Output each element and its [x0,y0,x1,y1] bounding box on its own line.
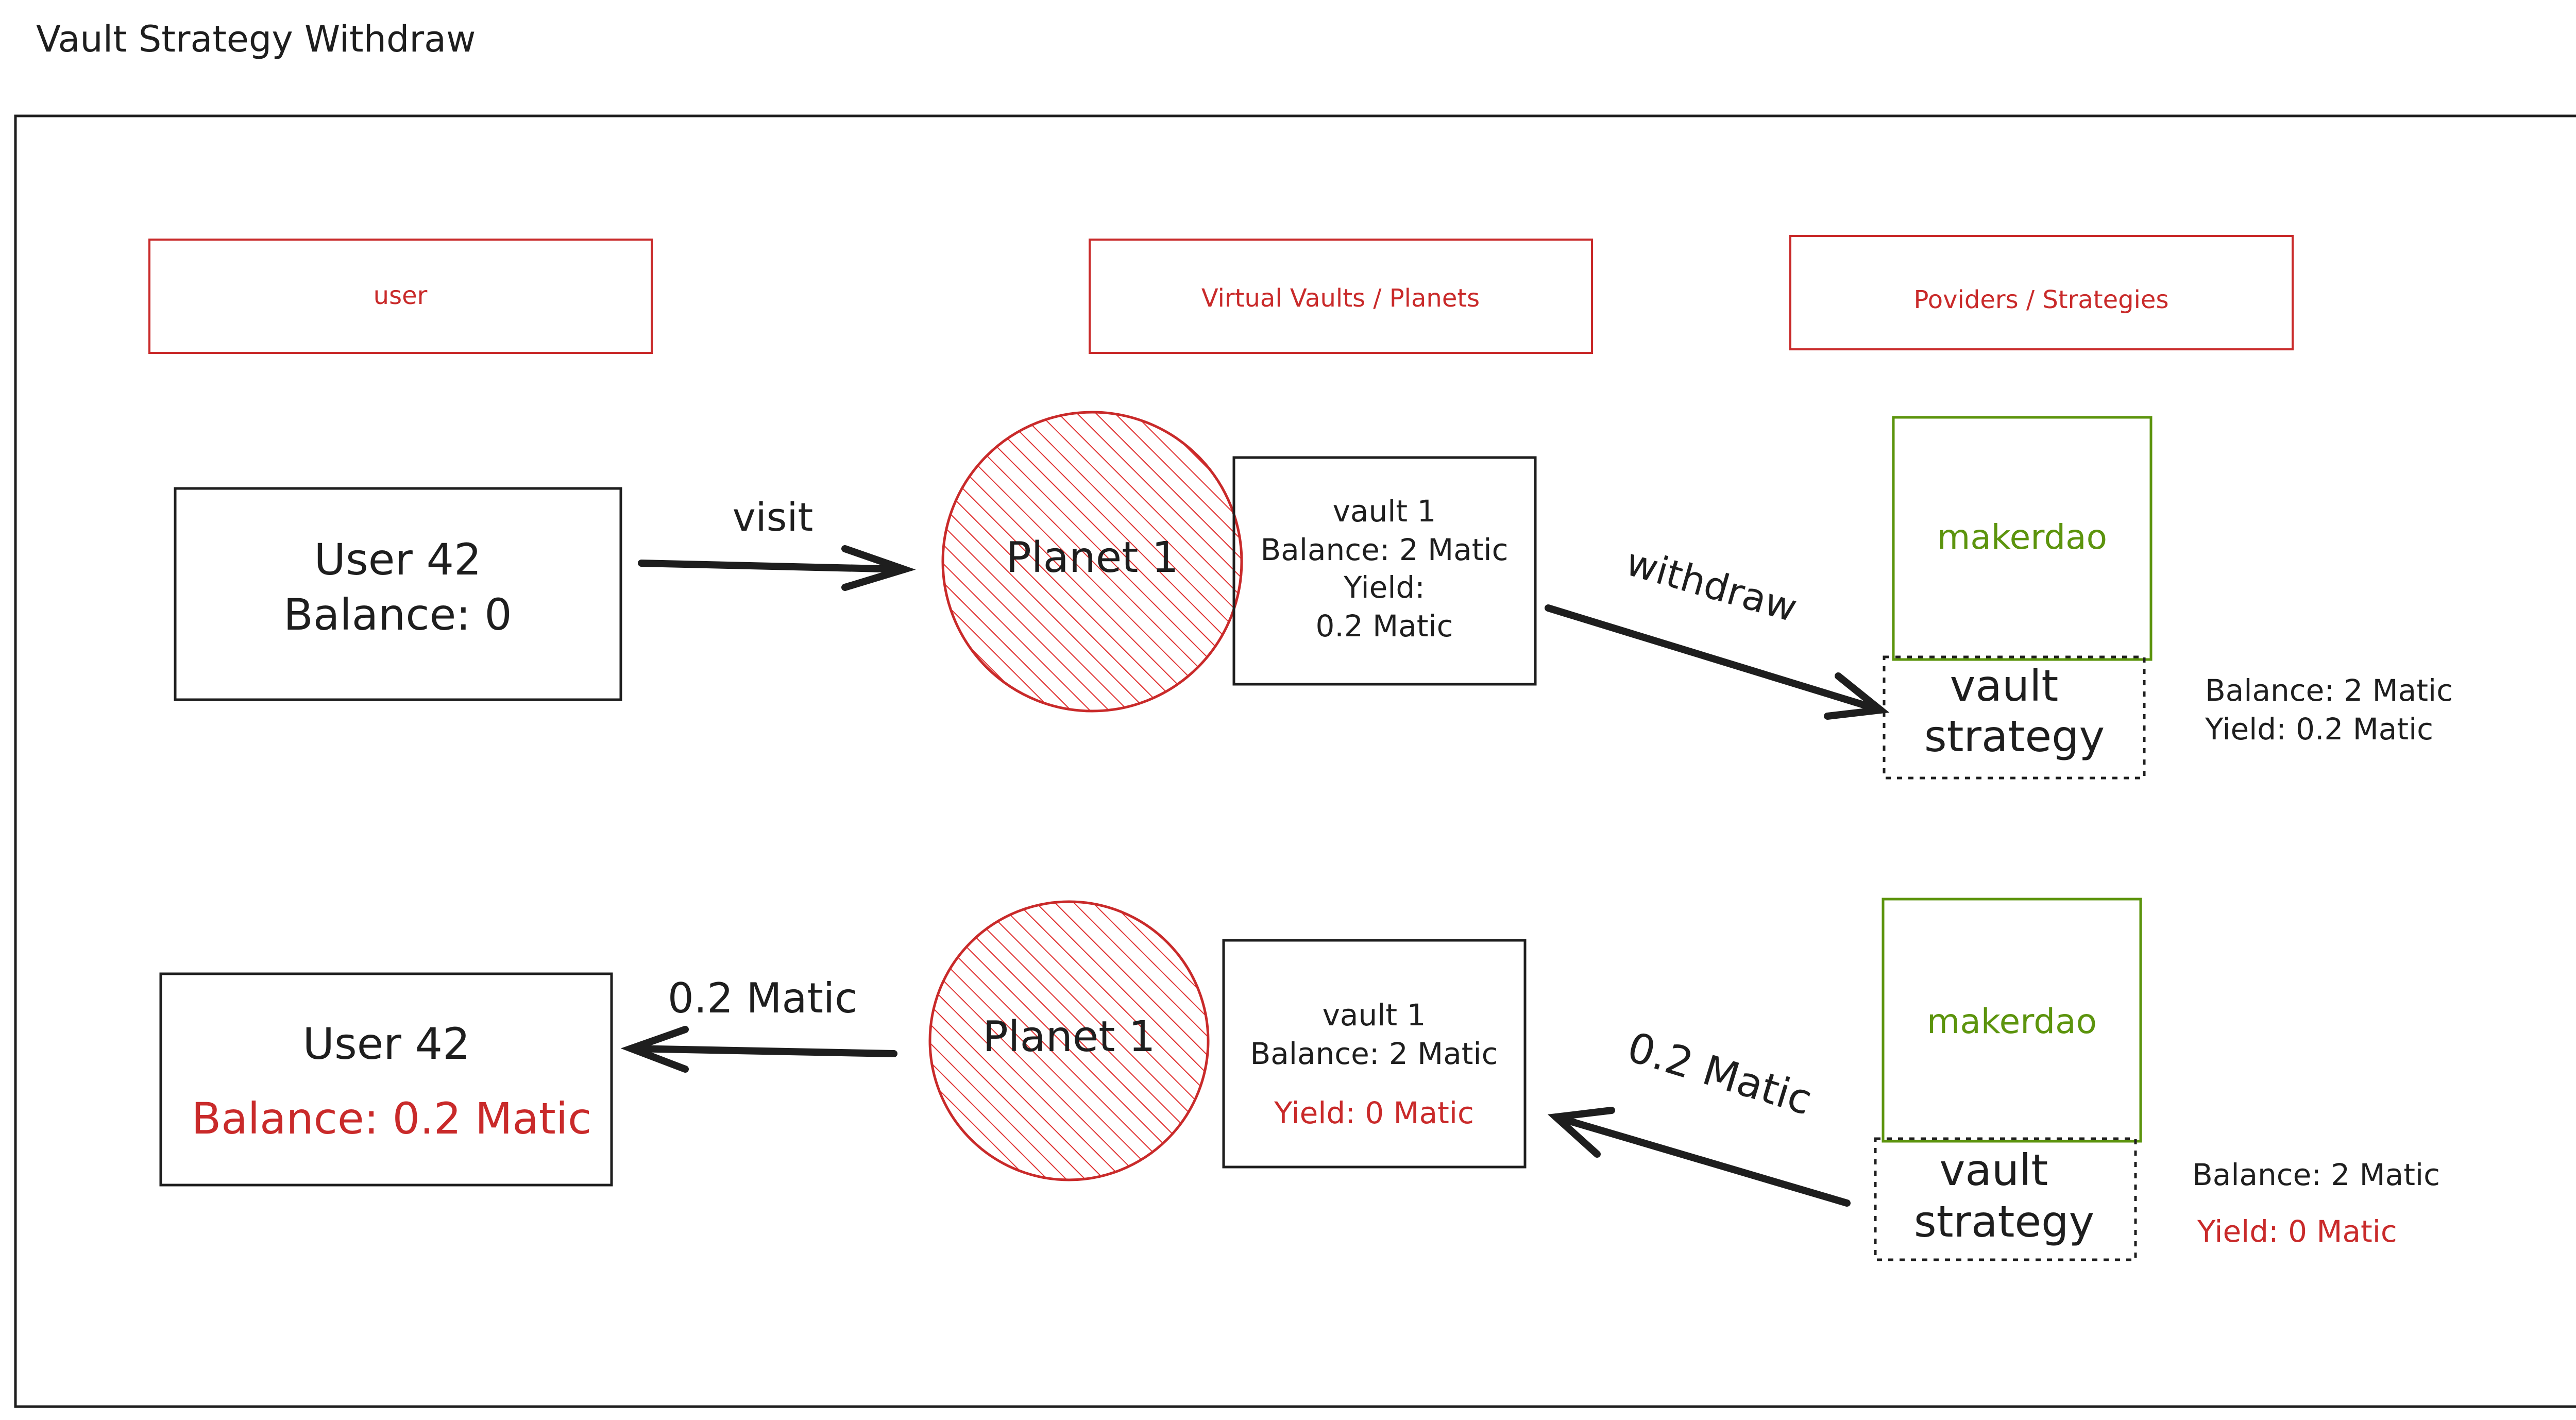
row2-transfer-to-vault-label: 0.2 Matic [1622,1023,1817,1124]
row1-user-name: User 42 [314,534,481,585]
row2-planet-label: Planet 1 [982,1012,1155,1061]
row1-withdraw-label: withdraw [1621,540,1802,631]
row1-vault-line-2: Balance: 2 Matic [1261,532,1509,567]
header-user: user [148,239,653,354]
header-vaults-label: Virtual Vaults / Planets [1201,284,1480,313]
row2-strategy-box [1874,1137,2137,1261]
row2-user-box [159,972,613,1187]
header-vaults-box [1089,239,1593,354]
row2-transfer-to-user-label: 0.2 Matic [668,974,857,1022]
row2-vault-box [1222,939,1527,1169]
row2-vault-yield: Yield: 0 Matic [1274,1095,1474,1130]
row1-vault-box [1232,456,1537,686]
header-providers-label: Poviders / Strategies [1914,285,2169,314]
row1: User 42 Balance: 0 visit Planet 1 vault … [174,411,2453,780]
row1-user-balance: Balance: 0 [283,589,512,640]
row1-strategy-line-1: vault [1950,661,2059,711]
row2-user-balance: Balance: 0.2 Matic [192,1093,592,1144]
header-vaults: Virtual Vaults / Planets [1089,239,1593,354]
row2-strategy-balance: Balance: 2 Matic [2192,1157,2440,1192]
row2-user-name: User 42 [302,1019,470,1069]
header-user-box [148,239,653,354]
row2-transfer-to-vault-arrow [1547,1107,1851,1207]
row2-transfer-to-user-arrow [620,1026,897,1073]
row2-planet-circle [928,900,1210,1181]
row1-strategy-balance: Balance: 2 Matic [2205,673,2453,708]
row2-vault-line-1: vault 1 [1323,998,1426,1033]
row2-provider-label: makerdao [1927,1002,2097,1041]
row1-provider-box [1892,416,2153,661]
row2-strategy-line-1: vault [1940,1145,2048,1195]
header-user-label: user [374,281,428,310]
row1-strategy-box [1883,655,2146,780]
row1-strategy-yield: Yield: 0.2 Matic [2205,712,2433,747]
row1-user-box [174,487,622,701]
row1-vault-line-3: Yield: [1343,570,1425,605]
row2-provider-box [1882,898,2142,1143]
header-providers-box [1789,235,2294,350]
header-providers: Poviders / Strategies [1789,235,2294,350]
row2: User 42 Balance: 0.2 Matic 0.2 Matic Pla… [159,898,2440,1261]
row1-provider-label: makerdao [1937,517,2107,557]
row1-strategy-line-2: strategy [1924,711,2105,762]
row1-planet-circle [941,411,1243,713]
row2-strategy-yield: Yield: 0 Matic [2197,1214,2397,1249]
row1-vault-line-1: vault 1 [1333,494,1436,529]
row1-withdraw-arrow [1545,604,1890,720]
row1-planet-label: Planet 1 [1006,533,1178,582]
diagram-title: Vault Strategy Withdraw [36,18,476,60]
row2-strategy-line-2: strategy [1914,1196,2094,1247]
row1-vault-line-4: 0.2 Matic [1315,608,1453,644]
outer-frame [14,114,2576,1408]
row2-vault-line-2: Balance: 2 Matic [1250,1036,1498,1071]
row1-visit-arrow [638,545,916,591]
row1-visit-label: visit [733,494,814,540]
